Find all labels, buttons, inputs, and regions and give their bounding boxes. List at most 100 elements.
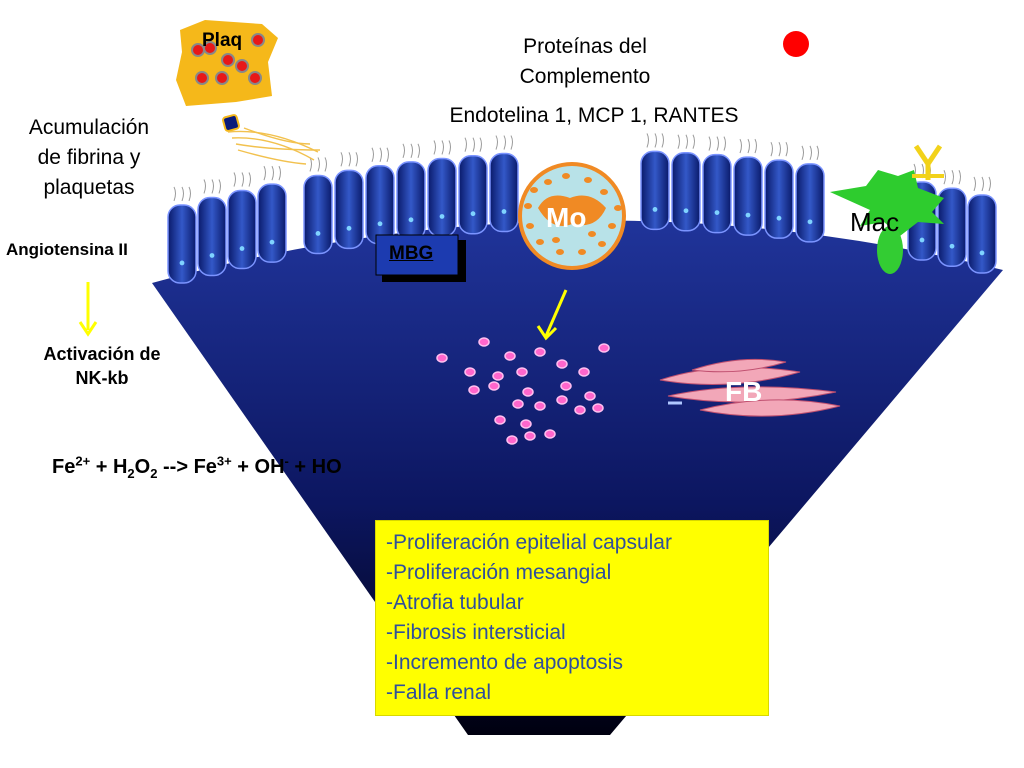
monocyte-granule bbox=[544, 179, 552, 185]
cilia bbox=[646, 133, 664, 148]
cell-nucleus bbox=[745, 212, 751, 218]
epithelial-cell bbox=[365, 165, 395, 245]
epithelial-cell bbox=[227, 189, 257, 270]
monocyte-granule bbox=[578, 249, 586, 255]
fibrin-line1: Acumulación bbox=[28, 116, 150, 139]
monocyte bbox=[518, 162, 626, 270]
inflammatory-particles bbox=[436, 337, 610, 445]
particle bbox=[556, 395, 568, 405]
epithelial-cell bbox=[197, 196, 227, 277]
complement-proteins-line1: Proteínas del bbox=[523, 35, 647, 58]
activation-arrow bbox=[78, 282, 98, 337]
cell-nucleus bbox=[501, 209, 507, 214]
monocyte-granule bbox=[556, 249, 564, 255]
cell-nucleus bbox=[949, 243, 955, 249]
platelet-icon bbox=[222, 114, 240, 132]
cell-nucleus bbox=[179, 260, 185, 266]
epithelial-cell bbox=[967, 194, 997, 274]
particle bbox=[524, 431, 536, 441]
particle bbox=[556, 359, 568, 369]
particle bbox=[544, 429, 556, 439]
cilia bbox=[708, 136, 726, 151]
epithelial-cell bbox=[671, 151, 701, 232]
eq-fe: Fe bbox=[52, 456, 76, 478]
fibrin-line2: de fibrina y bbox=[37, 146, 141, 169]
epithelial-cell bbox=[489, 152, 519, 233]
fibrin-platelet-label: Acumulación de fibrina y plaquetas bbox=[4, 113, 174, 203]
complement-proteins-label: Proteínas del Complemento bbox=[490, 32, 680, 92]
macrophage-label: Mac bbox=[850, 207, 900, 237]
eq-oh: + OH bbox=[231, 456, 285, 478]
cilia bbox=[371, 147, 389, 162]
plaque-label: Plaq bbox=[202, 30, 243, 51]
monocyte-granule bbox=[530, 187, 538, 193]
monocyte-granule bbox=[614, 205, 622, 211]
cell-nucleus bbox=[315, 231, 321, 236]
nfkb-line1: Activación de bbox=[43, 344, 161, 364]
cilia bbox=[495, 135, 513, 150]
cilia bbox=[739, 138, 757, 154]
monocyte-granule bbox=[524, 203, 532, 209]
cell-nucleus bbox=[979, 250, 985, 256]
outcome-item: -Fibrosis intersticial bbox=[386, 621, 566, 644]
cell-nucleus bbox=[346, 225, 352, 231]
cell-nucleus bbox=[209, 253, 215, 258]
epithelial-cell bbox=[458, 154, 488, 235]
particle bbox=[436, 353, 448, 363]
epithelial-cell bbox=[702, 153, 732, 234]
particle bbox=[488, 381, 500, 391]
outcome-item: -Incremento de apoptosis bbox=[386, 651, 623, 674]
cell-nucleus bbox=[683, 208, 689, 214]
particle bbox=[534, 401, 546, 411]
particle bbox=[592, 403, 604, 413]
particle bbox=[504, 351, 516, 361]
cilia bbox=[263, 165, 281, 181]
eq-plus-h: + H bbox=[90, 456, 128, 478]
particle bbox=[516, 367, 528, 377]
monocyte-granule bbox=[536, 239, 544, 245]
cell-nucleus bbox=[807, 219, 813, 225]
mbg-badge bbox=[375, 234, 459, 276]
cilia bbox=[402, 143, 420, 159]
cell-nucleus bbox=[269, 239, 275, 245]
cell-nucleus bbox=[470, 211, 476, 217]
cilia bbox=[173, 186, 191, 202]
antibody-y-icon bbox=[912, 144, 944, 180]
cell-nucleus bbox=[377, 221, 383, 227]
cell-nucleus bbox=[408, 217, 414, 223]
cell-nucleus bbox=[652, 207, 658, 212]
particle bbox=[478, 337, 490, 347]
eq-h-sub: 2 bbox=[127, 466, 135, 481]
epithelial-cell bbox=[795, 163, 825, 243]
particle bbox=[598, 343, 610, 353]
monocyte-granule bbox=[584, 177, 592, 183]
cilia bbox=[340, 152, 358, 167]
particle bbox=[464, 367, 476, 377]
cilia bbox=[770, 141, 788, 157]
particle bbox=[560, 381, 572, 391]
epithelial-cell bbox=[640, 150, 670, 231]
particle bbox=[512, 399, 524, 409]
particle bbox=[468, 385, 480, 395]
fibroblast-label: FB bbox=[725, 376, 763, 407]
platelet-plaque bbox=[176, 20, 278, 106]
particle bbox=[492, 371, 504, 381]
epithelial-cell bbox=[733, 156, 763, 236]
cell-nucleus bbox=[919, 237, 925, 243]
nfkb-line2: NK-kb bbox=[75, 368, 129, 388]
complement-protein-dot bbox=[783, 31, 809, 57]
epithelial-cell bbox=[167, 204, 197, 284]
endothelin-label: Endotelina 1, MCP 1, RANTES bbox=[449, 104, 739, 127]
tissue-funnel bbox=[152, 220, 1003, 735]
epithelial-cell bbox=[396, 161, 426, 241]
complement-proteins-line2: Complemento bbox=[519, 65, 651, 88]
monocyte-granule bbox=[588, 231, 596, 237]
particle bbox=[574, 405, 586, 415]
eq-o: O bbox=[134, 456, 151, 478]
outcome-item: -Atrofia tubular bbox=[386, 591, 524, 614]
monocyte-arrow bbox=[536, 289, 568, 341]
fenton-reaction-equation: Fe2+ + H2O2 --> Fe3+ + OH- + HO bbox=[52, 454, 342, 481]
monocyte-granule bbox=[562, 173, 570, 179]
cilia bbox=[943, 169, 961, 185]
angiotensin-label: Angiotensina II bbox=[6, 240, 128, 259]
